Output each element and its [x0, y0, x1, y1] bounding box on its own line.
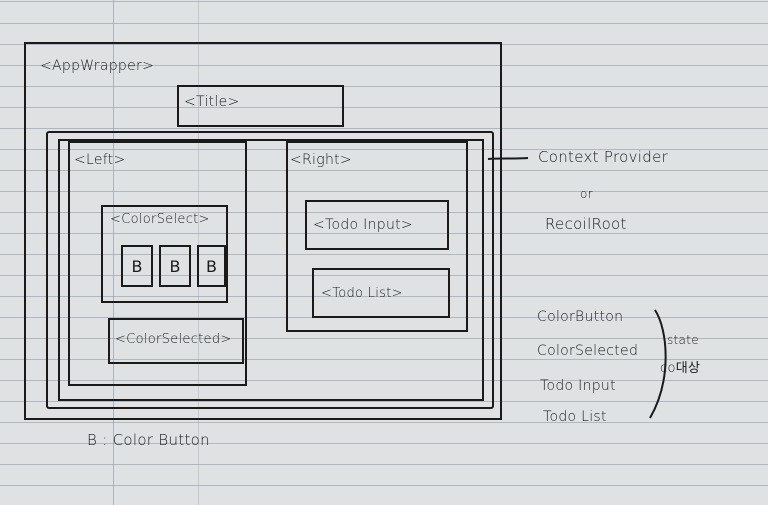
- title-label: <Title>: [184, 94, 240, 110]
- color-select-label: <ColorSelect>: [110, 212, 210, 227]
- title-box: [177, 85, 344, 127]
- or-label: or: [580, 187, 593, 201]
- state-item-color-button: ColorButton: [537, 309, 624, 325]
- color-selected-box: [108, 318, 244, 364]
- state-item-todo-list: Todo List: [543, 409, 607, 425]
- context-provider-label: Context Provider: [538, 148, 669, 166]
- provider-inner-box: [58, 139, 484, 401]
- state-item-color-selected: ColorSelected: [537, 343, 639, 359]
- app-wrapper-box: [24, 42, 502, 420]
- color-select-box: [101, 205, 228, 303]
- right-box: [286, 141, 468, 332]
- color-button-1: B: [121, 245, 153, 287]
- paper-margin-line: [113, 0, 114, 505]
- recoil-root-label: RecoilRoot: [545, 215, 627, 233]
- color-button-2: B: [159, 245, 191, 287]
- right-label: <Right>: [290, 152, 352, 168]
- state-note-korean: со대상: [660, 361, 701, 376]
- legend-label: B : Color Button: [87, 431, 210, 449]
- todo-input-label: <Todo Input>: [313, 217, 413, 233]
- todo-list-box: [312, 268, 450, 318]
- left-box: [68, 141, 247, 386]
- color-button-3: B: [197, 245, 226, 287]
- color-selected-label: <ColorSelected>: [115, 332, 232, 347]
- provider-outer-box: [46, 131, 494, 409]
- left-label: <Left>: [74, 152, 126, 168]
- todo-list-label: <Todo List>: [321, 286, 403, 301]
- state-note-label: state: [667, 333, 699, 347]
- state-item-todo-input: Todo Input: [540, 378, 616, 394]
- app-wrapper-label: <AppWrapper>: [40, 58, 155, 74]
- todo-input-box: [305, 200, 449, 250]
